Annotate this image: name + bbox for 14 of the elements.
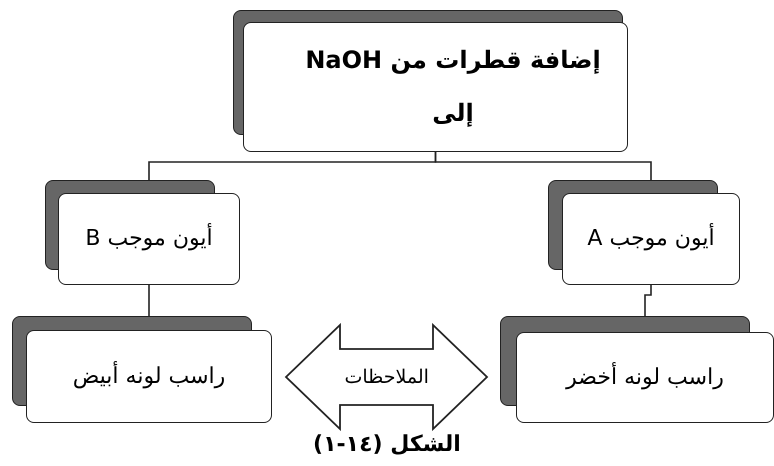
box-text: راسب لونه أبيض bbox=[72, 358, 226, 396]
connector-line bbox=[148, 152, 436, 180]
text-box bbox=[516, 332, 774, 423]
figure-caption: الشكل (١٤-١) bbox=[313, 432, 461, 456]
text-box bbox=[243, 22, 628, 152]
text-box bbox=[562, 193, 740, 285]
box-text: إضافة قطرات من NaOH إلى bbox=[304, 45, 602, 129]
connector-line bbox=[644, 285, 652, 316]
box-text: أيون موجب A bbox=[581, 220, 721, 258]
connector-line bbox=[148, 285, 150, 316]
box-text: أيون موجب B bbox=[79, 220, 219, 258]
text-box bbox=[58, 193, 240, 285]
text-box bbox=[26, 330, 272, 423]
box-text: راسب لونه أخضر bbox=[566, 358, 724, 396]
